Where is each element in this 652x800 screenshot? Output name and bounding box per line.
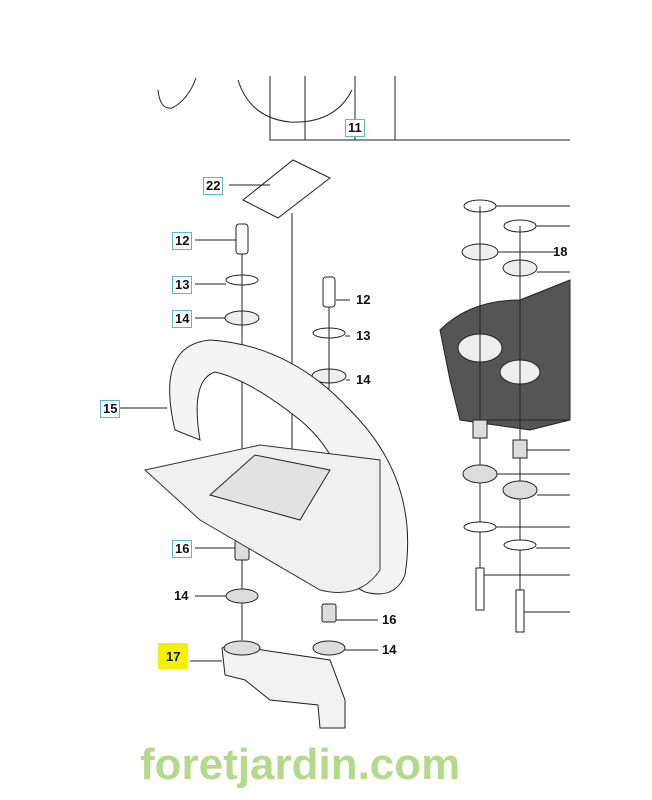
bracket-part-17 bbox=[190, 640, 346, 729]
label-17-highlighted[interactable]: 17 bbox=[158, 643, 189, 669]
label-14-lower-middle[interactable]: 14 bbox=[382, 642, 397, 657]
label-22[interactable]: 22 bbox=[203, 177, 224, 195]
left-fastener-stack bbox=[195, 223, 260, 640]
label-13-left[interactable]: 13 bbox=[172, 276, 193, 294]
label-13-middle[interactable]: 13 bbox=[356, 328, 371, 343]
label-12-left[interactable]: 12 bbox=[172, 232, 193, 250]
engine-housing-assembly bbox=[439, 199, 571, 633]
handle-part-15 bbox=[108, 339, 409, 595]
label-11[interactable]: 11 bbox=[345, 119, 365, 137]
decal-part-22 bbox=[242, 159, 331, 219]
watermark-text: foretjardin.com bbox=[140, 740, 461, 789]
label-14-left[interactable]: 14 bbox=[172, 310, 193, 328]
cable-part-11 bbox=[157, 76, 570, 141]
label-18[interactable]: 18 bbox=[553, 244, 568, 259]
label-16-left[interactable]: 16 bbox=[172, 540, 193, 558]
label-14-lower-left[interactable]: 14 bbox=[174, 588, 189, 603]
label-15[interactable]: 15 bbox=[100, 400, 121, 418]
label-16-middle[interactable]: 16 bbox=[382, 612, 397, 627]
watermark: foretjardin.com bbox=[140, 740, 460, 790]
label-14-middle[interactable]: 14 bbox=[356, 372, 371, 387]
label-12-middle[interactable]: 12 bbox=[356, 292, 371, 307]
